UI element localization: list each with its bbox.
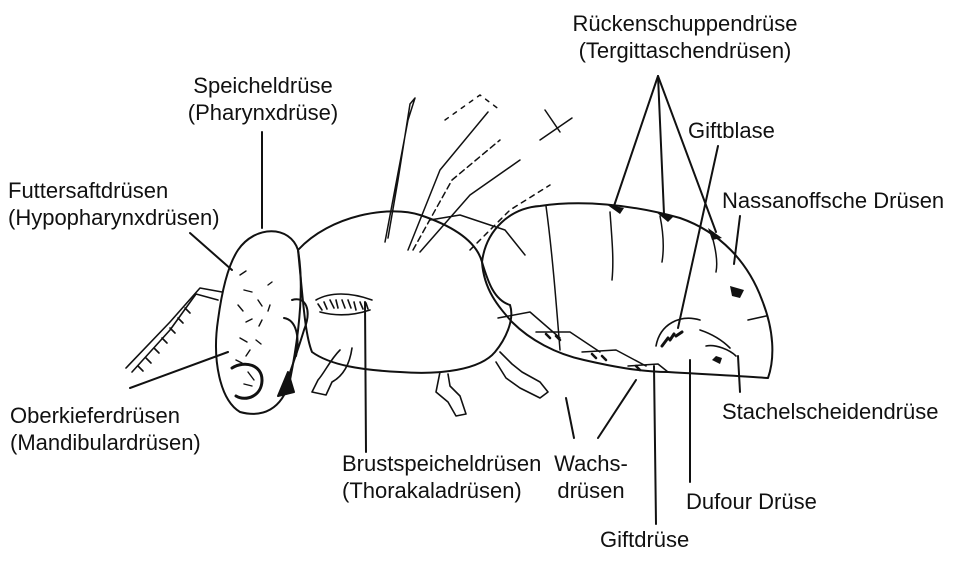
label-nassanoffsche-text: Nassanoffsche Drüsen <box>722 187 944 214</box>
leader-wachs-a <box>566 398 574 438</box>
thorax-outline <box>298 211 511 372</box>
leader-wachs-b <box>598 380 636 438</box>
leader-ruecken-b <box>658 76 664 214</box>
leader-stachelscheide <box>738 356 740 392</box>
label-oberkieferdruesen: Oberkieferdrüsen (Mandibulardrüsen) <box>10 402 250 456</box>
label-speicheldruese: Speicheldrüse (Pharynxdrüse) <box>176 72 350 126</box>
leader-futtersaftdruesen <box>190 233 232 270</box>
legs <box>312 348 548 416</box>
abdomen-outline <box>482 203 772 378</box>
label-speicheldruese-line2: (Pharynxdrüse) <box>176 99 350 126</box>
label-speicheldruese-line1: Speicheldrüse <box>176 72 350 99</box>
label-oberkieferdruesen-line1: Oberkieferdrüsen <box>10 402 250 429</box>
leader-ruecken-a <box>614 76 658 206</box>
label-stachelscheidendruese: Stachelscheidendrüse <box>722 398 938 425</box>
label-wachsdruesen-line1: Wachs- <box>552 450 630 477</box>
label-dufour-text: Dufour Drüse <box>686 488 817 515</box>
label-brustspeicheldruesen-line1: Brustspeicheldrüsen <box>342 450 562 477</box>
nassanoff-gland <box>730 286 744 298</box>
leader-brustspeicheldruesen <box>365 302 366 452</box>
label-giftdruese: Giftdrüse <box>600 526 689 553</box>
label-oberkieferdruesen-line2: (Mandibulardrüsen) <box>10 429 250 456</box>
label-nassanoffsche: Nassanoffsche Drüsen <box>722 187 944 214</box>
leader-giftdruese <box>654 366 656 524</box>
head-glands <box>232 271 272 398</box>
label-giftdruese-text: Giftdrüse <box>600 526 689 553</box>
label-wachsdruesen: Wachs- drüsen <box>552 450 630 504</box>
wings <box>385 95 572 255</box>
label-futtersaftdruesen-line2: (Hypopharynxdrüsen) <box>8 204 248 231</box>
label-futtersaftdruesen: Futtersaftdrüsen (Hypopharynxdrüsen) <box>8 177 248 231</box>
label-brustspeicheldruesen: Brustspeicheldrüsen (Thorakaladrüsen) <box>342 450 562 504</box>
label-wachsdruesen-line2: drüsen <box>552 477 630 504</box>
label-dufour: Dufour Drüse <box>686 488 817 515</box>
label-giftblase: Giftblase <box>688 117 775 144</box>
label-rueckenschuppendruese-line2: (Tergittaschendrüsen) <box>570 37 800 64</box>
mandible <box>278 299 308 396</box>
label-rueckenschuppendruese: Rückenschuppendrüse (Tergittaschendrüsen… <box>570 10 800 64</box>
leader-ruecken-c <box>658 76 716 232</box>
label-brustspeicheldruesen-line2: (Thorakaladrüsen) <box>342 477 562 504</box>
wax-plates <box>498 312 668 372</box>
sting-apparatus <box>656 316 766 364</box>
tergites <box>546 206 717 350</box>
label-rueckenschuppendruese-line1: Rückenschuppendrüse <box>570 10 800 37</box>
label-futtersaftdruesen-line1: Futtersaftdrüsen <box>8 177 248 204</box>
thoracic-glands <box>316 294 372 315</box>
label-giftblase-text: Giftblase <box>688 117 775 144</box>
label-stachelscheidendruese-text: Stachelscheidendrüse <box>722 398 938 425</box>
